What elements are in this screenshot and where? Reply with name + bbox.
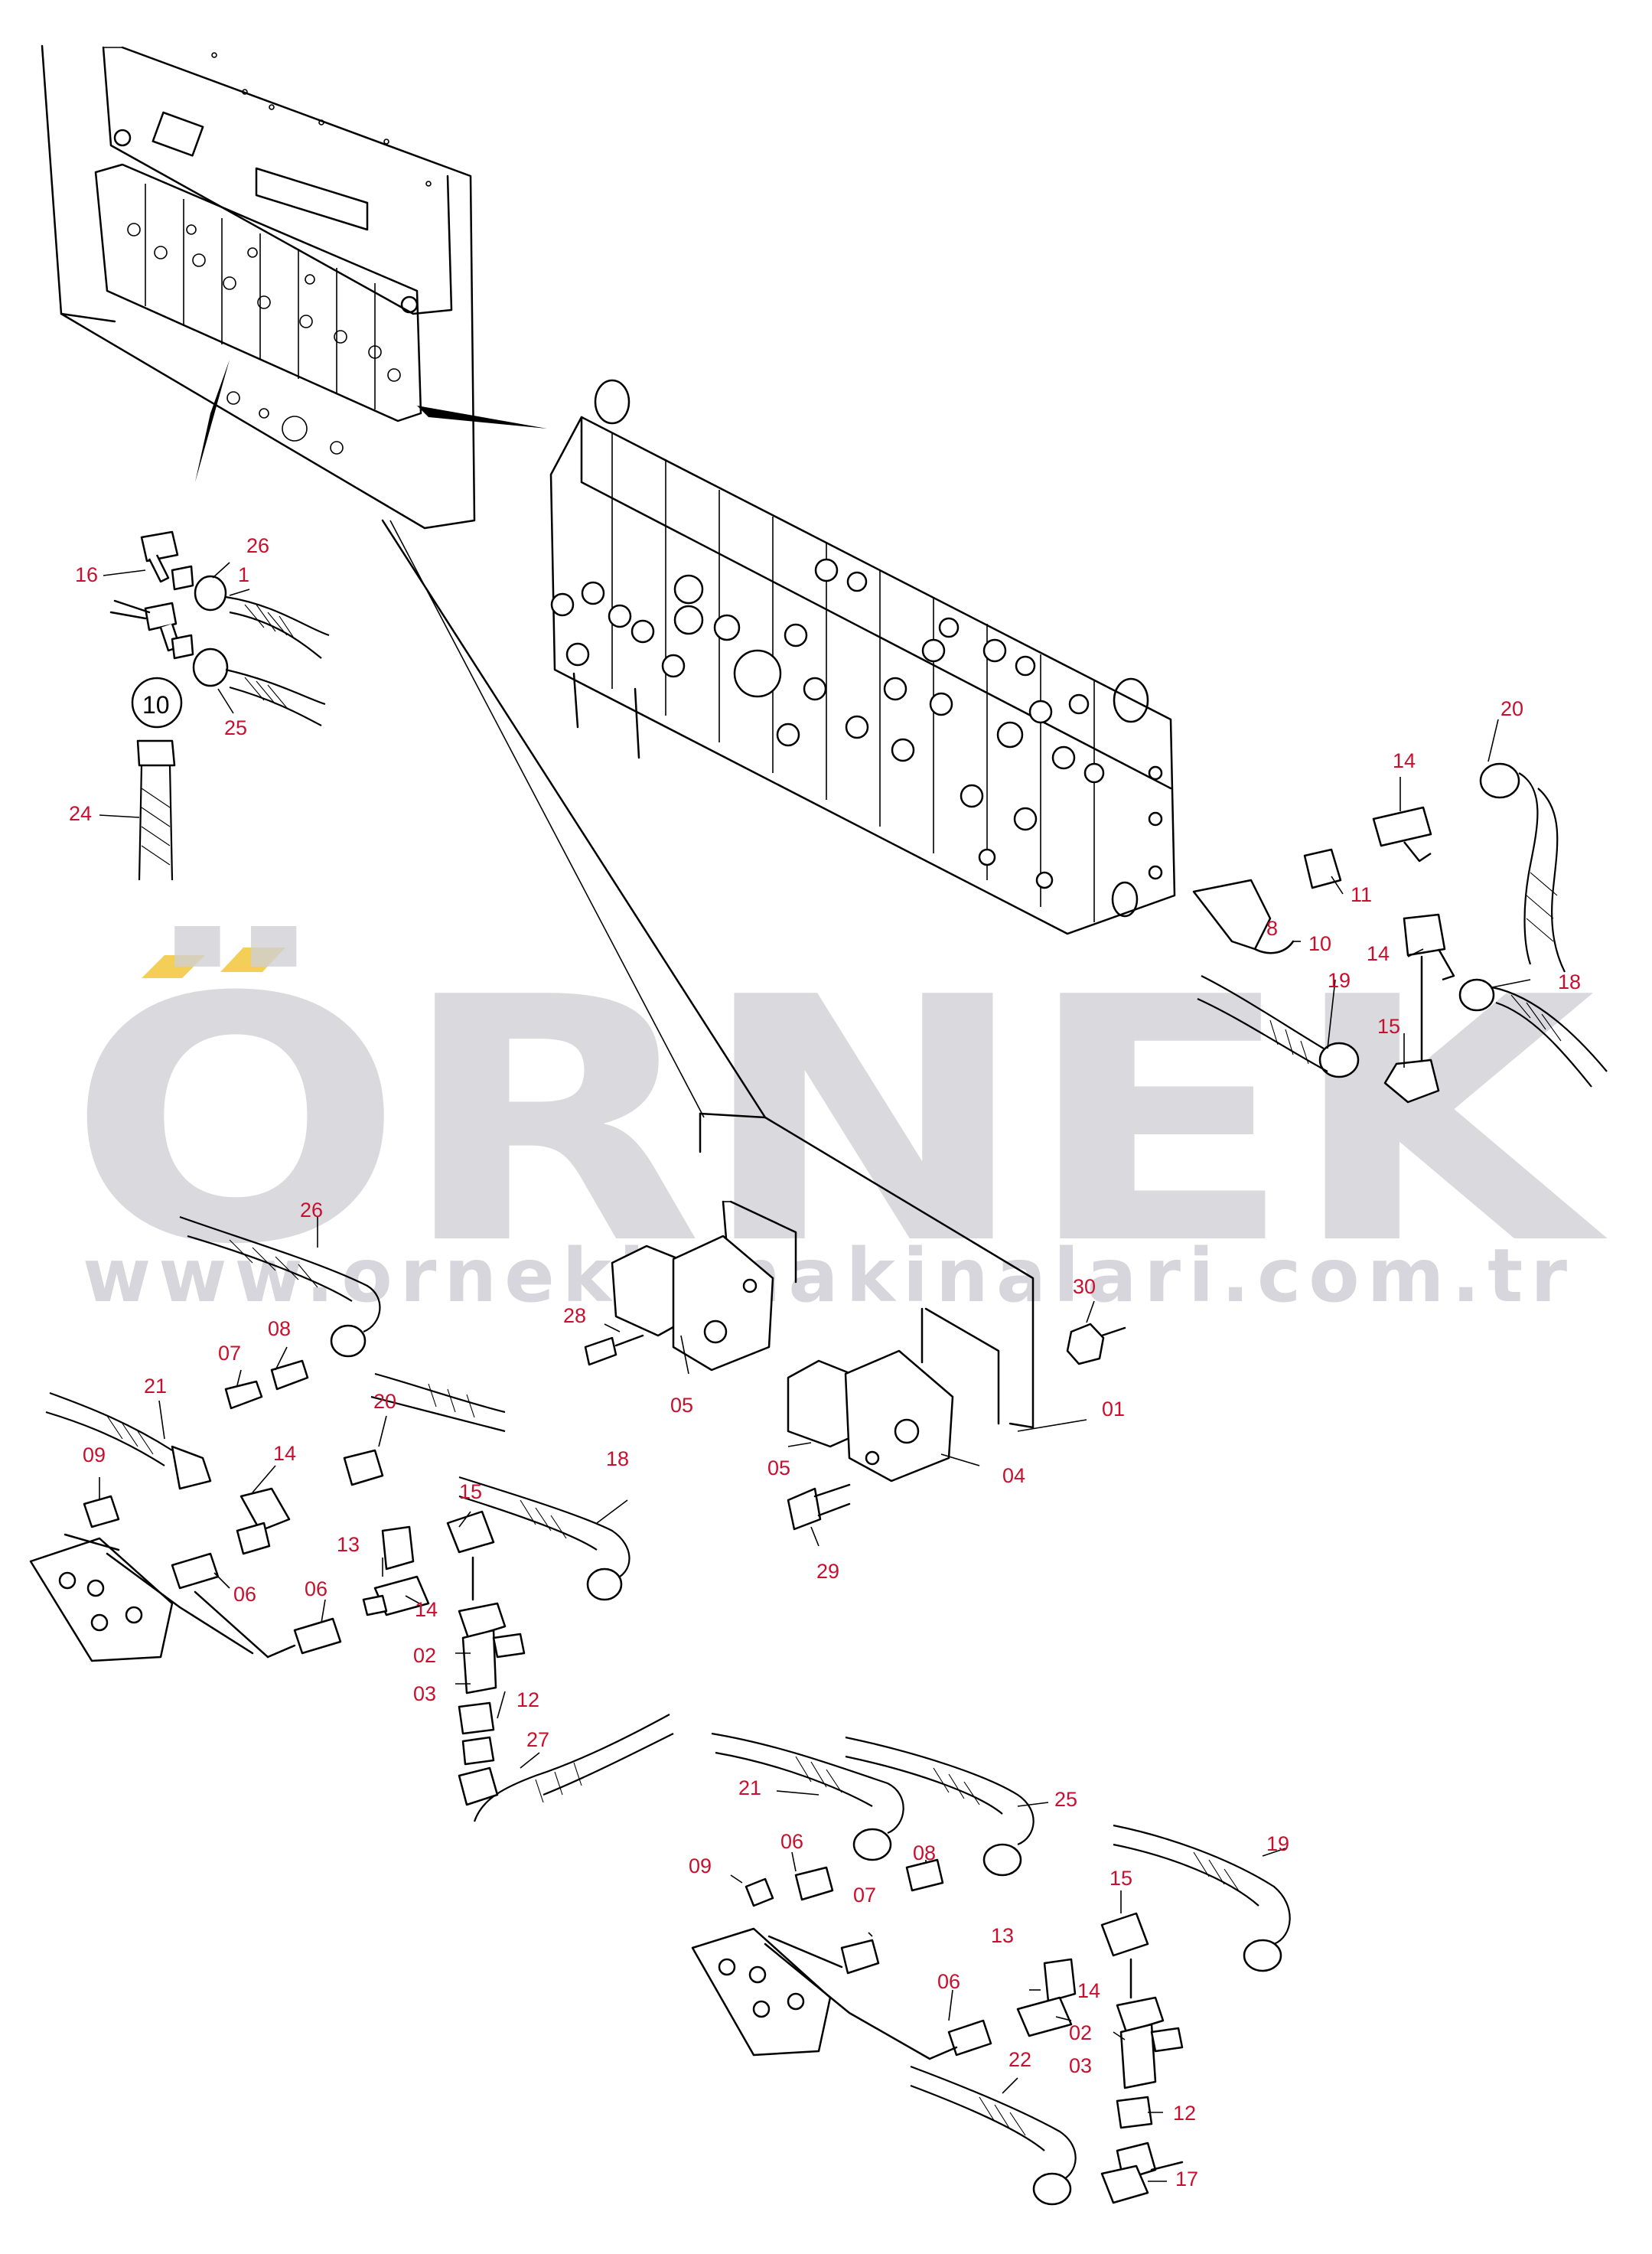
main-valve-bank — [549, 379, 1176, 935]
callout-26-mid: 26 — [300, 1199, 323, 1222]
callout-03-mid: 03 — [413, 1682, 436, 1705]
callout-16: 16 — [75, 563, 98, 586]
callout-14-right-b: 14 — [1367, 942, 1390, 965]
callout-21-bottom: 21 — [738, 1776, 761, 1799]
callout-09-bottom: 09 — [689, 1854, 712, 1877]
callout-29: 29 — [816, 1560, 839, 1583]
callout-14-right-a: 14 — [1393, 749, 1416, 772]
callout-13-mid: 13 — [337, 1533, 360, 1556]
callout-12-bottom: 12 — [1173, 2102, 1196, 2125]
hose-group-bottom-right — [691, 1732, 1291, 2206]
callout-18-right: 18 — [1558, 970, 1581, 993]
callout-09-mid: 09 — [83, 1443, 106, 1466]
callout-05-upper: 05 — [670, 1394, 693, 1417]
callout-24: 24 — [69, 802, 92, 825]
callout-08-mid: 08 — [268, 1317, 291, 1340]
callout-17: 17 — [1175, 2168, 1198, 2190]
callout-14-mid-a: 14 — [273, 1442, 296, 1465]
mounting-plate-and-solenoids — [584, 1112, 1126, 1531]
callout-11: 11 — [1351, 883, 1372, 906]
callout-06-mid-a: 06 — [233, 1583, 256, 1606]
callout-07-bottom: 07 — [853, 1884, 876, 1907]
valve-cabinet-overview — [41, 44, 767, 1119]
callout-27: 27 — [526, 1728, 549, 1751]
callout-03-bottom: 03 — [1069, 2054, 1092, 2077]
leader-lines — [99, 562, 1531, 2182]
callout-labels: 16 26 1 10 25 24 20 14 11 8 10 14 18 19 … — [69, 534, 1581, 2190]
callout-13-bottom: 13 — [991, 1924, 1014, 1947]
watermark-brand: ÖRNEK — [67, 923, 1610, 1319]
callout-08-bottom: 08 — [913, 1841, 936, 1864]
callout-14-bottom: 14 — [1077, 1979, 1100, 2002]
callout-15-mid: 15 — [459, 1480, 482, 1503]
callout-14-mid-b: 14 — [415, 1598, 438, 1621]
callout-07-mid: 07 — [218, 1342, 241, 1365]
callout-06-bottom-b: 06 — [937, 1970, 960, 1993]
callout-18-mid: 18 — [606, 1447, 629, 1470]
watermark-url: www.ornekismakinalari.com.tr — [83, 1233, 1575, 1319]
callout-10-right: 10 — [1308, 932, 1331, 955]
callout-21-mid: 21 — [144, 1375, 167, 1398]
callout-05-lower: 05 — [767, 1456, 790, 1479]
callout-04: 04 — [1002, 1464, 1025, 1487]
callout-22: 22 — [1008, 2048, 1031, 2071]
callout-30: 30 — [1073, 1275, 1096, 1298]
callout-20-mid: 20 — [373, 1390, 396, 1413]
callout-06-bottom-a: 06 — [780, 1830, 803, 1853]
callout-02-bottom: 02 — [1069, 2021, 1092, 2044]
callout-25-top: 25 — [224, 716, 247, 739]
callout-10-circled: 10 — [142, 691, 170, 719]
callout-19-bottom: 19 — [1266, 1832, 1289, 1855]
callout-15-bottom: 15 — [1109, 1867, 1132, 1890]
watermark: ÖRNEK www.ornekismakinalari.com.tr — [67, 923, 1615, 1319]
callout-19-right: 19 — [1328, 969, 1351, 992]
hose-group-mid-left — [29, 1215, 674, 1822]
hose-group-top-left — [109, 530, 330, 881]
watermark-umlaut-right — [220, 948, 285, 972]
callout-25-bottom: 25 — [1054, 1788, 1077, 1811]
callout-12-mid: 12 — [516, 1688, 539, 1711]
callout-01: 01 — [1102, 1398, 1125, 1421]
callout-28: 28 — [563, 1304, 586, 1327]
callout-02-mid: 02 — [413, 1644, 436, 1667]
hose-group-right-upper — [1192, 762, 1608, 1104]
callout-26-top: 26 — [246, 534, 269, 557]
callout-15-right: 15 — [1377, 1015, 1400, 1038]
callout-8: 8 — [1266, 917, 1278, 940]
callout-06-mid-b: 06 — [305, 1577, 327, 1600]
callout-1: 1 — [238, 563, 249, 586]
callout-20-right: 20 — [1500, 697, 1523, 720]
watermark-umlaut-left — [142, 955, 205, 978]
